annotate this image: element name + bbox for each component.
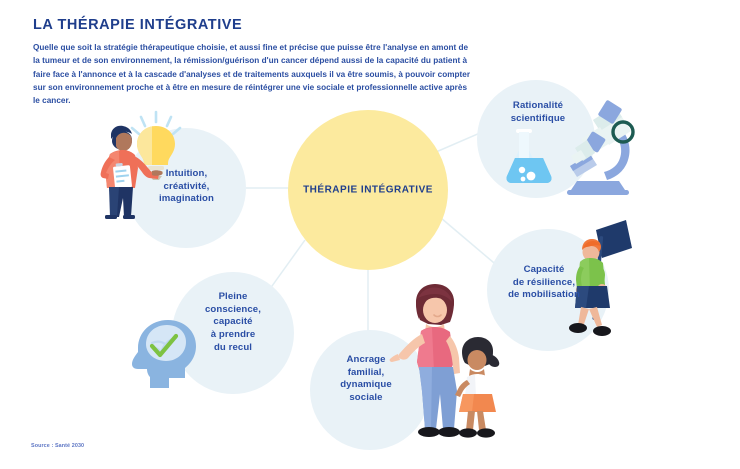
link-hub-resilience [440,217,501,269]
child-figure [455,337,500,438]
flask-icon [506,129,552,183]
mother-figure [389,284,460,437]
hub-label: THÉRAPIE INTÉGRATIVE [303,184,433,196]
head-brain-check-icon [132,320,196,388]
node-label-pleine-conscience: Pleine conscience, capacité à prendre du… [204,291,262,353]
microscope-icon [567,100,635,195]
hub-circle[interactable]: THÉRAPIE INTÉGRATIVE [288,110,448,270]
node-label-rationalite: Rationalité scientifique [510,100,566,124]
node-label-resilience: Capacité de résilience, de mobilisation [508,264,580,301]
mother-child-icon [389,284,500,438]
intro-paragraph: Quelle que soit la stratégie thérapeutiq… [33,43,471,106]
microscope-flask-icon [506,100,635,195]
lightbulb-person-icon [100,110,182,219]
source-note: Source : Santé 2030 [31,443,85,449]
page-title: LA THÉRAPIE INTÉGRATIVE [33,17,243,33]
node-label-ancrage: Ancrage familial, dynamique sociale [340,354,392,403]
protester-placard-icon [569,220,632,336]
node-label-intuition: Intuition, créativité, imagination [159,168,214,205]
